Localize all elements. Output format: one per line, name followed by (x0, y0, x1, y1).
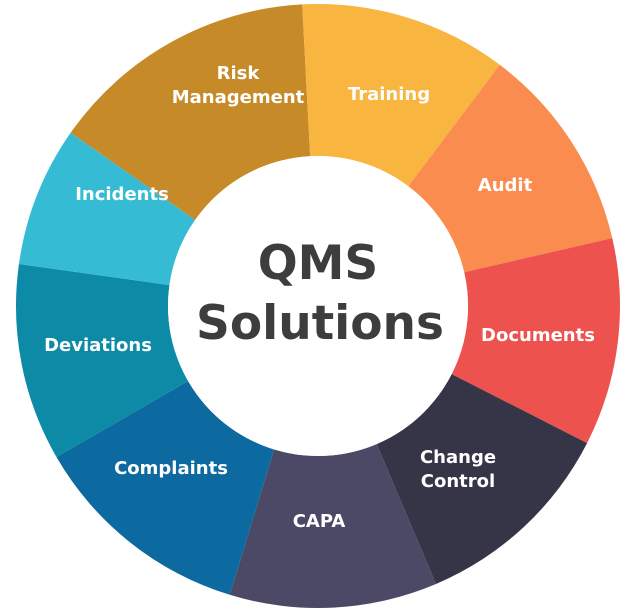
segment-label-risk-management-line-1: Risk (217, 63, 261, 84)
segment-label-documents: Documents (481, 325, 595, 346)
segment-incidents (18, 132, 196, 286)
segment-deviations (16, 263, 189, 457)
segment-audit (408, 64, 613, 273)
center-title-line-2: Solutions (196, 296, 444, 351)
segment-risk-management (70, 4, 311, 220)
segment-label-incidents: Incidents (75, 184, 169, 205)
segment-documents (451, 238, 620, 444)
segment-label-complaints: Complaints (114, 458, 228, 479)
center-circle (168, 156, 468, 456)
segment-label-change-control-line-2: Control (421, 471, 495, 492)
segment-label-deviations: Deviations (44, 335, 152, 356)
center-title-line-1: QMS (258, 236, 379, 291)
segment-training (302, 3, 500, 187)
segment-complaints (56, 381, 275, 595)
segment-capa (229, 444, 437, 609)
segment-label-risk-management-line-2: Management (172, 87, 305, 108)
wheel-segments (16, 3, 620, 609)
segment-change-control (376, 374, 588, 584)
segment-label-training: Training (348, 84, 430, 105)
segment-label-capa: CAPA (293, 511, 346, 532)
segment-label-change-control-line-1: Change (420, 447, 496, 468)
segment-label-audit: Audit (478, 175, 533, 196)
